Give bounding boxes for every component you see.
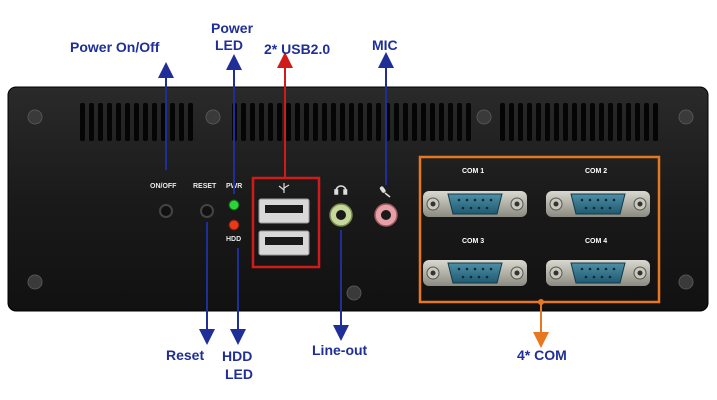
com4-silkscreen: COM 4: [585, 238, 608, 245]
vent-slot: [143, 103, 148, 141]
com-port: [546, 191, 650, 217]
vent-slot: [527, 103, 532, 141]
vent-slot: [125, 103, 130, 141]
vent-slot: [179, 103, 184, 141]
vent-slot: [536, 103, 541, 141]
vent-slot: [554, 103, 559, 141]
power-led-label-line1: Power: [211, 20, 254, 36]
hdd-led-label-line2: LED: [225, 366, 253, 382]
com-highlight-box: [418, 155, 661, 304]
vent-slot: [367, 103, 372, 141]
line-out-label: Line-out: [312, 342, 368, 358]
vent-slot: [98, 103, 103, 141]
vent-slot: [635, 103, 640, 141]
vent-slot: [626, 103, 631, 141]
vent-slot: [295, 103, 300, 141]
reset-label: Reset: [166, 347, 205, 363]
com2-silkscreen: COM 2: [585, 168, 608, 175]
on-off-silkscreen: ON/OFF: [150, 183, 177, 190]
com-port: [423, 260, 527, 286]
line-out-jack: [329, 203, 353, 227]
vent-slot: [590, 103, 595, 141]
usb-symbol-icon: [278, 183, 290, 193]
com-label: 4* COM: [517, 347, 567, 363]
hdd-led-label-line1: HDD: [222, 348, 253, 364]
mic-label: MIC: [372, 37, 398, 53]
vent-slot: [599, 103, 604, 141]
vent-slot: [608, 103, 613, 141]
vent-slot: [241, 103, 246, 141]
vent-slot: [457, 103, 462, 141]
vent-slot: [653, 103, 658, 141]
power-led: [228, 199, 240, 211]
vent-slot: [322, 103, 327, 141]
vent-slot: [439, 103, 444, 141]
vent-slot: [313, 103, 318, 141]
vent-slot: [80, 103, 85, 141]
hdd-led: [228, 219, 240, 231]
com-port: [546, 260, 650, 286]
vent-slot: [349, 103, 354, 141]
vent-slot: [572, 103, 577, 141]
vent-slot: [644, 103, 649, 141]
com1-silkscreen: COM 1: [462, 168, 485, 175]
vent-slot: [170, 103, 175, 141]
vent-slot: [152, 103, 157, 141]
vent-slot: [286, 103, 291, 141]
screw-icons: [27, 109, 694, 301]
vent-slot: [617, 103, 622, 141]
vent-slot: [89, 103, 94, 141]
vent-grille: [80, 103, 658, 141]
usb-label: 2* USB2.0: [264, 41, 331, 57]
reset-silkscreen: RESET: [193, 183, 217, 190]
usb-ports: [258, 198, 310, 256]
vent-slot: [509, 103, 514, 141]
vent-slot: [421, 103, 426, 141]
vent-slot: [394, 103, 399, 141]
microphone-icon: [379, 186, 391, 198]
power-led-label-line2: LED: [215, 37, 243, 53]
vent-slot: [107, 103, 112, 141]
vent-slot: [161, 103, 166, 141]
vent-slot: [268, 103, 273, 141]
vent-slot: [430, 103, 435, 141]
vent-slot: [581, 103, 586, 141]
headphone-icon: [334, 185, 348, 195]
vent-slot: [403, 103, 408, 141]
vent-slot: [259, 103, 264, 141]
power-button: [159, 204, 173, 218]
vent-slot: [134, 103, 139, 141]
vent-slot: [500, 103, 505, 141]
vent-slot: [412, 103, 417, 141]
vent-slot: [376, 103, 381, 141]
hdd-silkscreen: HDD: [226, 236, 242, 243]
vent-slot: [466, 103, 471, 141]
vent-slot: [563, 103, 568, 141]
vent-slot: [277, 103, 282, 141]
vent-slot: [358, 103, 363, 141]
com-ports: [423, 191, 650, 286]
vent-slot: [340, 103, 345, 141]
reset-button: [200, 204, 214, 218]
vent-slot: [545, 103, 550, 141]
mic-jack: [374, 203, 398, 227]
vent-slot: [331, 103, 336, 141]
com3-silkscreen: COM 3: [462, 238, 485, 245]
chassis-body: [7, 86, 709, 312]
usb-highlight-box: [251, 176, 321, 269]
vent-slot: [448, 103, 453, 141]
vent-slot: [250, 103, 255, 141]
vent-slot: [116, 103, 121, 141]
vent-slot: [304, 103, 309, 141]
vent-slot: [188, 103, 193, 141]
vent-slot: [518, 103, 523, 141]
com-port: [423, 191, 527, 217]
power-onoff-label: Power On/Off: [70, 39, 160, 55]
